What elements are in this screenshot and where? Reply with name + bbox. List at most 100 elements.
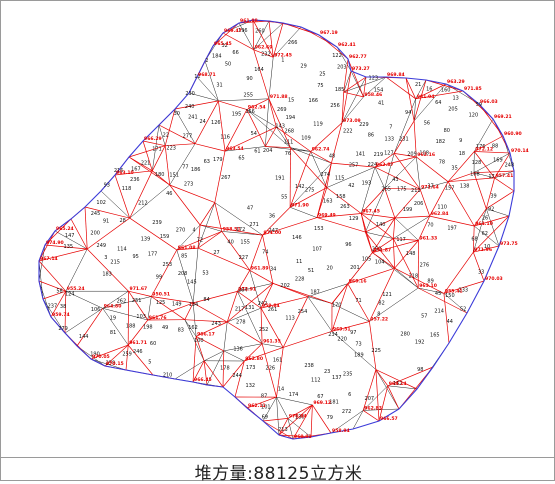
triangle-id-label: 77 <box>182 165 188 171</box>
elevation-label: 962.84 <box>431 211 449 217</box>
mesh-edge <box>290 152 311 208</box>
elevation-label: 973.75 <box>500 241 518 247</box>
triangle-id-label: 123 <box>369 75 379 81</box>
triangle-id-label: 94 <box>405 110 411 116</box>
elevation-label: 967.14 <box>40 256 58 262</box>
mesh-edge <box>474 173 486 209</box>
mesh-edge <box>379 386 388 421</box>
mesh-edge <box>224 344 262 351</box>
elevation-label: 961.35 <box>263 339 281 345</box>
mesh-edge <box>385 188 395 218</box>
mesh-edge <box>195 144 225 151</box>
triangle-id-label: 17 <box>488 174 494 180</box>
mesh-edge <box>269 57 273 99</box>
triangle-id-label: 42 <box>348 183 354 189</box>
triangle-id-label: 204 <box>263 148 273 154</box>
triangle-id-label: 249 <box>97 243 107 249</box>
mesh-edge <box>205 61 218 101</box>
triangle-id-label: 52 <box>460 306 466 312</box>
elevation-label: 967.45 <box>362 209 380 215</box>
mesh-edge <box>261 308 262 344</box>
triangle-id-label: 215 <box>110 259 120 265</box>
mesh-edge <box>311 405 312 437</box>
triangle-id-label: 76 <box>285 151 291 157</box>
triangle-id-label: 4 <box>193 228 196 234</box>
mesh-edge <box>277 397 313 405</box>
triangle-id-label: 248 <box>505 163 515 169</box>
triangle-id-label: 236 <box>130 177 140 183</box>
elevation-label: 961.71 <box>129 340 147 346</box>
triangle-id-label: 67 <box>317 394 323 400</box>
elevation-label: 972.91 <box>238 286 256 292</box>
mesh-edge <box>175 361 204 379</box>
elevation-label: 966.03 <box>480 99 498 105</box>
triangle-id-label: 231 <box>399 136 409 142</box>
triangle-id-label: 201 <box>350 265 360 271</box>
mesh-edge <box>130 185 170 218</box>
elevation-label: 969.49 <box>318 213 336 219</box>
elevation-label: 957.22 <box>370 317 388 323</box>
mesh-edge <box>311 152 327 188</box>
triangle-id-label: 60 <box>150 341 156 347</box>
elevation-label: 969.21 <box>494 114 512 120</box>
triangle-id-label: 22 <box>163 132 169 138</box>
triangle-id-label: 105 <box>362 256 372 262</box>
triangle-id-label: 102 <box>96 200 106 206</box>
triangle-id-label: 140 <box>376 222 386 228</box>
elevation-label: 966.45 <box>194 377 212 383</box>
triangle-id-label: 28 <box>120 218 126 224</box>
triangle-id-label: 70 <box>427 223 433 229</box>
triangle-id-label: 186 <box>191 167 201 173</box>
mesh-edge <box>394 153 420 189</box>
elevation-label: 962.80 <box>245 356 263 362</box>
triangle-id-label: 25 <box>319 72 325 78</box>
elevation-label: 969.84 <box>387 72 405 78</box>
triangle-id-label: 160 <box>441 88 451 94</box>
triangle-id-label: 111 <box>284 139 294 145</box>
mesh-edge <box>486 209 499 246</box>
elevation-label: 971.64 <box>421 184 439 190</box>
triangle-id-label: 91 <box>103 218 109 224</box>
mesh-edge <box>66 249 87 291</box>
triangle-id-label: 53 <box>202 271 208 277</box>
elevation-label: 960.93 <box>294 434 312 440</box>
elevation-label: 966.29 <box>144 136 162 142</box>
triangle-id-label: 107 <box>312 246 322 252</box>
triangle-id-label: 35 <box>451 166 457 172</box>
triangle-id-label: 146 <box>292 235 302 241</box>
triangle-id-label: 61 <box>254 148 260 154</box>
mesh-edge <box>376 370 399 409</box>
triangle-id-label: 11 <box>296 259 302 265</box>
triangle-id-label: 220 <box>337 337 347 343</box>
triangle-id-label: 106 <box>91 307 101 313</box>
elevation-label: 957.41 <box>496 173 514 179</box>
triangle-id-label: 149 <box>172 301 182 307</box>
elevation-label: 961.08 <box>178 245 196 251</box>
triangle-id-label: 29 <box>300 63 306 69</box>
mesh-edge <box>273 283 308 296</box>
mesh-edge <box>395 268 444 293</box>
triangle-id-label: 103 <box>136 314 146 320</box>
mesh-edge <box>85 207 87 249</box>
triangle-id-label: 75 <box>317 83 323 89</box>
triangle-id-label: 253 <box>163 262 173 268</box>
triangle-id-label: 7 <box>389 124 392 130</box>
mesh-edge <box>193 291 237 303</box>
mesh-edge <box>250 235 263 270</box>
triangle-id-label: 223 <box>166 146 176 152</box>
triangle-id-label: 68 <box>471 236 477 242</box>
triangle-id-label: 87 <box>261 393 267 399</box>
triangle-id-label: 116 <box>220 135 230 141</box>
triangle-id-label: 244 <box>232 373 242 379</box>
triangle-id-label: 238 <box>304 363 314 369</box>
triangle-id-label: 110 <box>437 204 447 210</box>
triangle-id-label: 18 <box>459 151 465 157</box>
elevation-label: 958.51 <box>223 226 241 232</box>
triangle-id-label: 211 <box>411 188 421 194</box>
triangle-id-label: 74 <box>262 249 268 255</box>
triangle-id-label: 142 <box>295 184 305 190</box>
triangle-id-label: 39 <box>490 194 496 200</box>
triangle-id-label: 86 <box>368 133 374 139</box>
triangle-id-label: 162 <box>188 325 198 331</box>
volume-caption: 堆方量:88125立方米 <box>1 459 555 484</box>
